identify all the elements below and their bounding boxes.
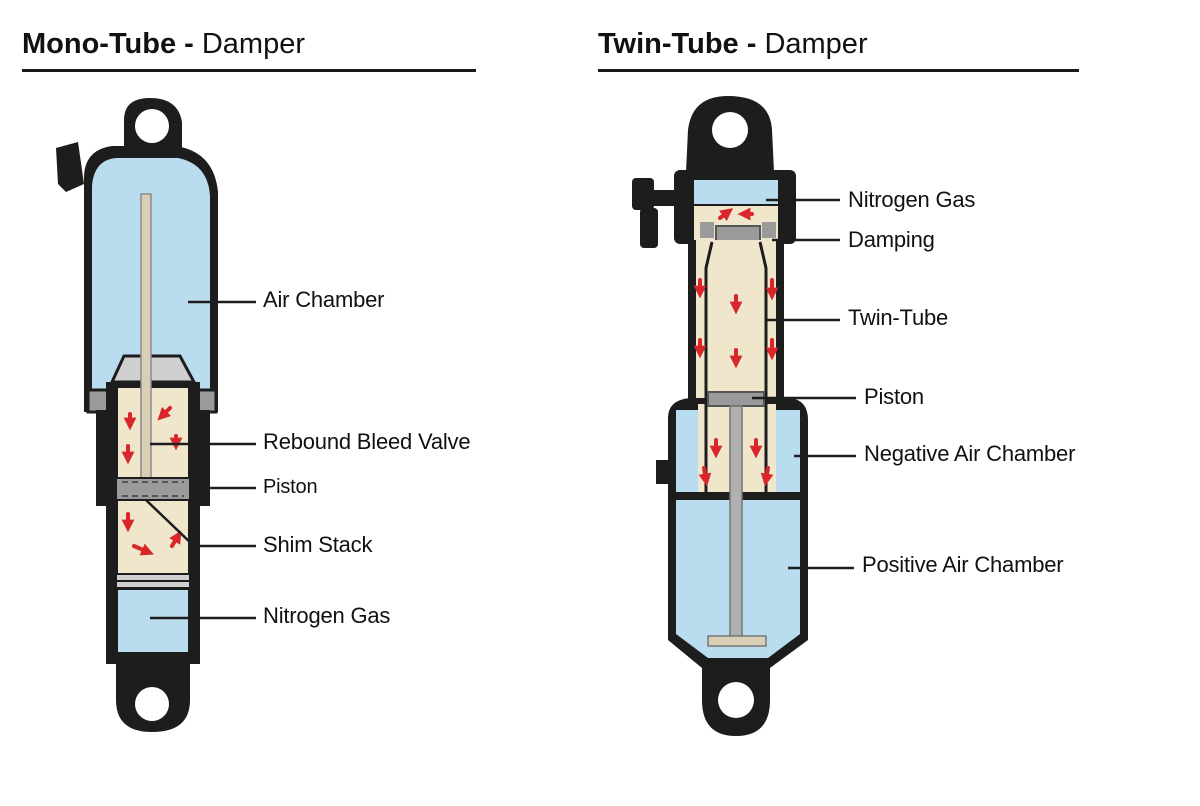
- twin-tube-title-separator: -: [738, 28, 765, 60]
- mono-bottom-eyelet-hole: [135, 687, 169, 721]
- twin-bottom-eyelet-hole: [718, 682, 754, 718]
- twin-tube-title-underline: [598, 69, 1079, 72]
- twin-tube-title-rest: Damper: [764, 28, 868, 60]
- mono-top-eyelet-hole: [135, 109, 169, 143]
- mono-tube-shock: [56, 98, 256, 732]
- mono-label-rebound-bleed-valve: Rebound Bleed Valve: [263, 429, 471, 454]
- twin-label-positive-air-chamber: Positive Air Chamber: [862, 552, 1064, 577]
- mono-tube-title-underline: [22, 69, 476, 72]
- mono-shaft: [140, 193, 152, 483]
- mono-nitrogen-chamber: [118, 590, 188, 652]
- mono-label-shim-stack: Shim Stack: [263, 532, 373, 557]
- twin-label-twin-tube: Twin-Tube: [848, 305, 949, 330]
- mono-piston: [115, 477, 191, 501]
- mono-label-air-chamber: Air Chamber: [263, 287, 385, 312]
- twin-shaft: [729, 405, 743, 643]
- mono-leader-lines: [145, 300, 256, 620]
- twin-label-piston: Piston: [864, 384, 924, 409]
- twin-nitrogen-reservoir: [694, 180, 778, 204]
- twin-tube-title: Twin-Tube - Damper: [598, 28, 1079, 72]
- mono-tube-title-bold: Mono-Tube: [22, 28, 177, 60]
- mono-label-piston: Piston: [263, 476, 318, 498]
- twin-tube-shock: [632, 96, 856, 736]
- mono-tube-title-rest: Damper: [201, 28, 306, 60]
- mono-tube-title: Mono-Tube - Damper: [22, 28, 476, 72]
- twin-leader-lines: [752, 198, 856, 570]
- mono-flow-arrows: [121, 406, 183, 556]
- twin-shaft-foot: [707, 635, 767, 647]
- twin-adjuster-knob-stem: [652, 190, 678, 206]
- twin-tube-title-bold: Twin-Tube: [598, 28, 739, 60]
- twin-label-damping: Damping: [848, 227, 935, 252]
- twin-adjuster-knob-lower: [640, 208, 658, 248]
- twin-top-eyelet-hole: [712, 112, 748, 148]
- twin-adjuster-knob-left: [632, 178, 654, 210]
- twin-flow-arrows: [693, 207, 779, 487]
- mono-label-nitrogen-gas: Nitrogen Gas: [263, 603, 391, 628]
- mono-adjuster-knob: [56, 142, 84, 192]
- mono-damper-cap: [109, 354, 197, 384]
- twin-label-negative-air-chamber: Negative Air Chamber: [864, 441, 1076, 466]
- twin-label-nitrogen-gas: Nitrogen Gas: [848, 187, 976, 212]
- mono-tube-title-separator: -: [176, 28, 202, 60]
